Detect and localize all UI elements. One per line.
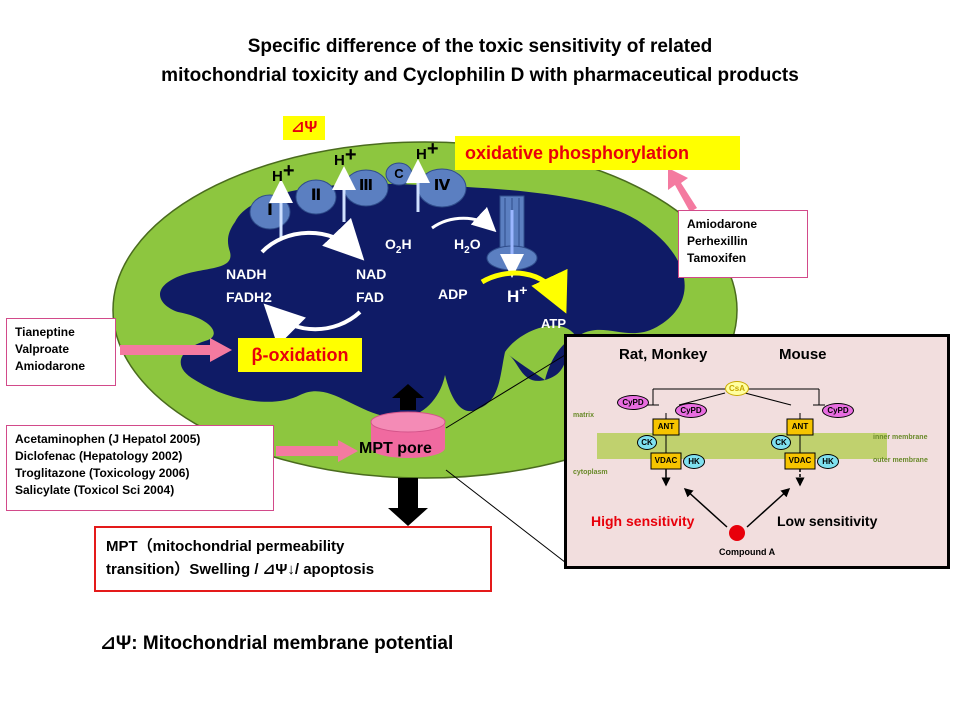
mpt-down-arrow <box>388 478 428 526</box>
atp-label: ATP <box>541 316 567 331</box>
footnote: ⊿Ψ: Mitochondrial membrane potential <box>100 633 454 654</box>
fad-fadh2-arrow <box>263 303 362 346</box>
complex-I-label: Ⅰ <box>267 202 273 219</box>
complex-III-label: Ⅲ <box>358 177 374 194</box>
oxphos-drug: Tamoxifen <box>687 251 747 265</box>
mpt-pore-label: MPT pore <box>359 440 432 457</box>
fadh2-label: FADH2 <box>226 289 272 305</box>
high-sensitivity-label: High sensitivity <box>591 513 695 529</box>
cypd-left-1: CyPD <box>617 395 649 410</box>
betaox-pink-arrow <box>120 338 232 362</box>
proton-label-1: H+ <box>272 160 295 185</box>
outer-membrane-label: outer membrane <box>873 457 928 464</box>
compound-arrow-left <box>683 487 728 528</box>
inset-connector-1 <box>445 351 571 429</box>
betaox-drug-list: Tianeptine Valproate Amiodarone <box>6 318 116 386</box>
cypd-left-2: CyPD <box>675 403 707 418</box>
nadh-label: NADH <box>226 266 267 282</box>
oxphos-drug: Perhexillin <box>687 234 748 248</box>
proton-label-3: H+ <box>416 138 439 163</box>
hk-left: HK <box>683 454 705 469</box>
betaox-drug: Amiodarone <box>15 359 86 373</box>
low-sensitivity-label: Low sensitivity <box>777 513 878 529</box>
betaox-drug: Tianeptine <box>15 325 75 339</box>
fad-label: FAD <box>356 289 384 305</box>
mpt-drug: Troglitazone (Toxicology 2006) <box>15 466 190 480</box>
complex-IV-label: Ⅳ <box>433 177 451 194</box>
atp-synthase-proton: H+ <box>507 282 528 306</box>
inset-left-title: Rat, Monkey <box>619 346 708 363</box>
compound-a-dot <box>729 525 745 541</box>
o2-label: O2H <box>385 236 412 256</box>
ant-left-label: ANT <box>657 422 675 431</box>
vdac-left-label: VDAC <box>654 456 678 465</box>
complex-C-label: C <box>394 166 404 181</box>
adp-atp-arrow <box>480 268 568 314</box>
title-line-2: mitochondrial toxicity and Cyclophilin D… <box>161 65 799 86</box>
inset-connector-2 <box>445 469 571 567</box>
csa-pill: CsA <box>725 381 749 396</box>
nad-label: NAD <box>356 266 387 282</box>
cyclophilin-inset: Rat, Monkey Mouse CsA CyPD CyPD CyPD ANT… <box>564 334 950 569</box>
cypd-right: CyPD <box>822 403 854 418</box>
mpt-up-arrow <box>392 384 424 410</box>
mpt-result-box: MPT（mitochondrial permeability transitio… <box>94 526 492 592</box>
mpt-result-line-2: transition）Swelling / ⊿Ψ↓/ apoptosis <box>106 561 375 578</box>
ck-left: CK <box>637 435 657 450</box>
oxphos-pink-arrow <box>668 168 697 212</box>
inner-membrane-label: inner membrane <box>873 434 928 441</box>
mpt-pink-arrow <box>276 440 358 462</box>
crista-fold <box>505 325 575 380</box>
hk-right: HK <box>817 454 839 469</box>
mpt-drug: Salicylate (Toxicol Sci 2004) <box>15 483 175 497</box>
title-line-1: Specific difference of the toxic sensiti… <box>247 36 713 57</box>
oxphos-drug: Amiodarone <box>687 217 758 231</box>
mpt-result-line-1: MPT（mitochondrial permeability <box>106 538 345 555</box>
ant-right-label: ANT <box>791 422 809 431</box>
o2-h2o-arrow <box>431 206 497 233</box>
inset-diagram <box>597 388 887 541</box>
mpt-drug-list: Acetaminophen (J Hepatol 2005) Diclofena… <box>6 425 274 511</box>
vdac-right-label: VDAC <box>788 456 812 465</box>
oxphos-drug-list: Amiodarone Perhexillin Tamoxifen <box>678 210 808 278</box>
complex-II-label: Ⅱ <box>310 187 322 204</box>
mpt-drug: Acetaminophen (J Hepatol 2005) <box>15 432 201 446</box>
mpt-pore-top <box>370 411 446 433</box>
mpt-drug: Diclofenac (Hepatology 2002) <box>15 449 183 463</box>
delta-psi-label: ⊿Ψ <box>283 116 326 140</box>
complex-II <box>295 179 337 215</box>
cytoplasm-label: cytoplasm <box>573 469 608 476</box>
beta-oxidation-label: β-oxidation <box>238 338 362 372</box>
matrix-label: matrix <box>573 412 595 419</box>
adp-label: ADP <box>438 286 468 302</box>
h2o-label: H2O <box>454 236 481 256</box>
compound-arrow-right <box>746 487 791 528</box>
proton-label-2: H+ <box>334 144 357 169</box>
nadh-nad-arrow <box>260 217 365 261</box>
csa-line-mid-right <box>744 392 792 406</box>
oxphos-label: oxidative phosphorylation <box>455 136 740 170</box>
inset-right-title: Mouse <box>779 346 827 363</box>
betaox-drug: Valproate <box>15 342 70 356</box>
compound-a-label: Compound A <box>719 547 776 557</box>
ck-right: CK <box>771 435 791 450</box>
